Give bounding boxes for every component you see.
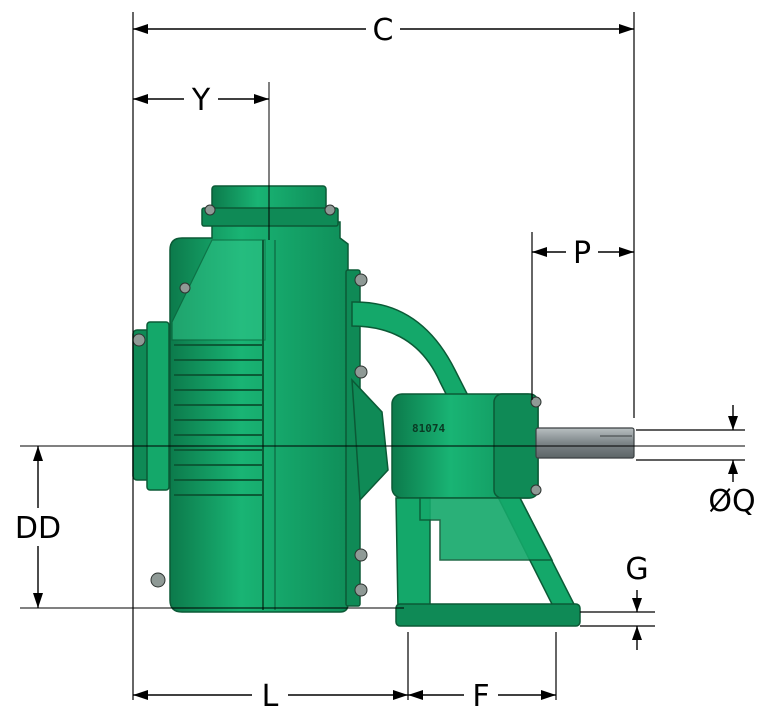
casing-face — [171, 239, 266, 341]
bolt-icon — [150, 572, 166, 588]
bolt-icon — [530, 396, 542, 408]
bolt-icon — [530, 484, 542, 496]
bolt-icon — [204, 204, 216, 216]
dimension-label-y: Y — [191, 83, 211, 118]
dimension-l: L — [133, 632, 409, 710]
seal-housing — [351, 377, 389, 502]
base-plate — [395, 603, 581, 627]
dimension-f: F — [408, 632, 557, 710]
dimension-label-dd: DD — [15, 511, 61, 546]
dimension-c: C — [132, 12, 635, 700]
cooling-fins — [174, 344, 262, 496]
bolt-icon — [354, 548, 368, 562]
discharge-flange — [201, 207, 339, 227]
dimension-oq: ØQ — [636, 405, 756, 519]
dimension-label-oq: ØQ — [708, 484, 755, 519]
pedestal-web — [419, 497, 554, 561]
suction-flange-ring — [146, 321, 170, 491]
bolt-icon — [179, 282, 191, 294]
dimension-label-l: L — [262, 679, 279, 710]
dimension-label-f: F — [472, 679, 489, 710]
bolt-icon — [354, 365, 368, 379]
reference-lines — [20, 82, 745, 609]
dimension-p: P — [531, 232, 634, 400]
bolt-icon — [132, 333, 146, 347]
drive-shaft — [535, 427, 635, 459]
dimension-dd: DD — [15, 446, 61, 608]
dimension-label-g: G — [625, 552, 648, 587]
bolt-icon — [354, 583, 368, 597]
bolt-icon — [324, 204, 336, 216]
dimension-y: Y — [133, 83, 269, 118]
dimension-g: G — [580, 552, 655, 650]
dimension-label-p: P — [573, 236, 591, 271]
bolt-icon — [354, 273, 368, 287]
dimension-label-c: C — [373, 13, 394, 48]
nameplate-text: 81074 — [412, 422, 445, 435]
